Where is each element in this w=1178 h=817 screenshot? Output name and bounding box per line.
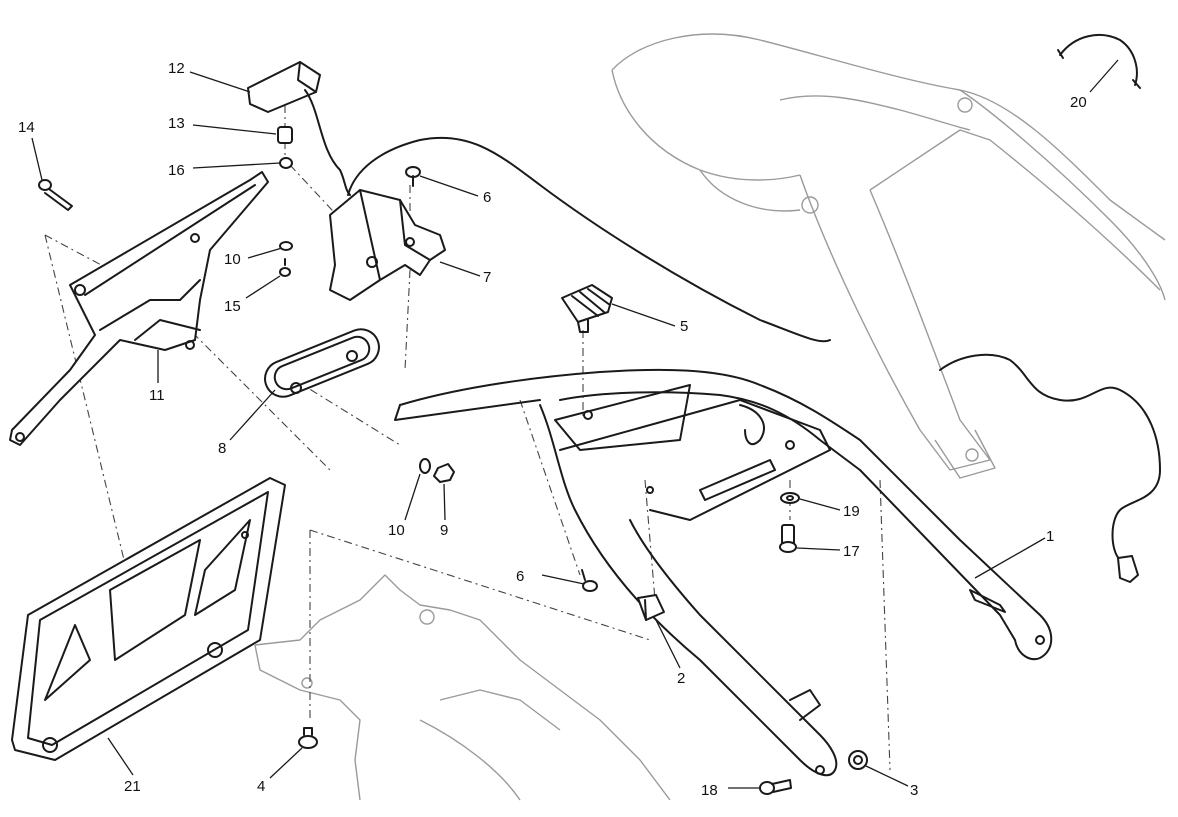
part-10-washer-bottom <box>419 458 431 474</box>
part-1-rack <box>394 368 1053 777</box>
part-21-plate-panel <box>11 477 286 761</box>
part-7-bracket <box>329 189 446 301</box>
callout-5: 5 <box>680 318 688 335</box>
part-20-clip <box>1057 34 1141 89</box>
callout-labels: 1 2 3 4 5 6 6 7 8 9 10 10 11 12 13 14 15… <box>18 60 1087 799</box>
callout-1: 1 <box>1046 528 1054 545</box>
wiring-harness <box>347 136 1161 583</box>
callout-2: 2 <box>677 670 685 687</box>
callout-10-bottom: 10 <box>388 522 405 539</box>
callout-16: 16 <box>168 162 185 179</box>
callout-7: 7 <box>483 269 491 286</box>
callout-21: 21 <box>124 778 141 795</box>
callout-18: 18 <box>701 782 718 799</box>
callout-10-top: 10 <box>224 251 241 268</box>
leader-lines <box>31 59 1119 789</box>
callout-11: 11 <box>149 387 165 404</box>
part-10-washer-top <box>279 241 293 251</box>
callout-14: 14 <box>18 119 35 136</box>
part-11-plate-holder <box>9 171 269 446</box>
part-13-spacer <box>277 126 293 144</box>
part-12-light-unit <box>247 61 351 196</box>
part-18-bolt <box>759 779 792 795</box>
part-16-washer <box>279 157 293 169</box>
part-19-washer <box>780 492 800 504</box>
callout-12: 12 <box>168 60 185 77</box>
part-9-nut <box>433 463 455 483</box>
callout-8: 8 <box>218 440 226 457</box>
callout-20: 20 <box>1070 94 1087 111</box>
callout-4: 4 <box>257 778 265 795</box>
callout-15: 15 <box>224 298 241 315</box>
callout-9: 9 <box>440 522 448 539</box>
part-15-screw <box>279 258 291 277</box>
part-8-reflector <box>264 328 380 398</box>
callout-3: 3 <box>910 782 918 799</box>
part-2-clip-nut <box>637 594 665 621</box>
undertray-outline <box>254 574 671 801</box>
part-5-rubber-pad <box>561 284 613 333</box>
callout-17: 17 <box>843 543 860 560</box>
part-17-bolt <box>779 524 797 553</box>
callout-6-top: 6 <box>483 189 491 206</box>
callout-13: 13 <box>168 115 185 132</box>
part-6-screw-top <box>405 166 421 187</box>
seat-tail-outline <box>611 33 1166 479</box>
part-4-screw <box>298 727 318 749</box>
callout-19: 19 <box>843 503 860 520</box>
part-6-screw-bottom <box>581 569 598 592</box>
callout-6-bottom: 6 <box>516 568 524 585</box>
part-3-nut <box>848 750 868 770</box>
part-14-bolt <box>38 179 73 211</box>
